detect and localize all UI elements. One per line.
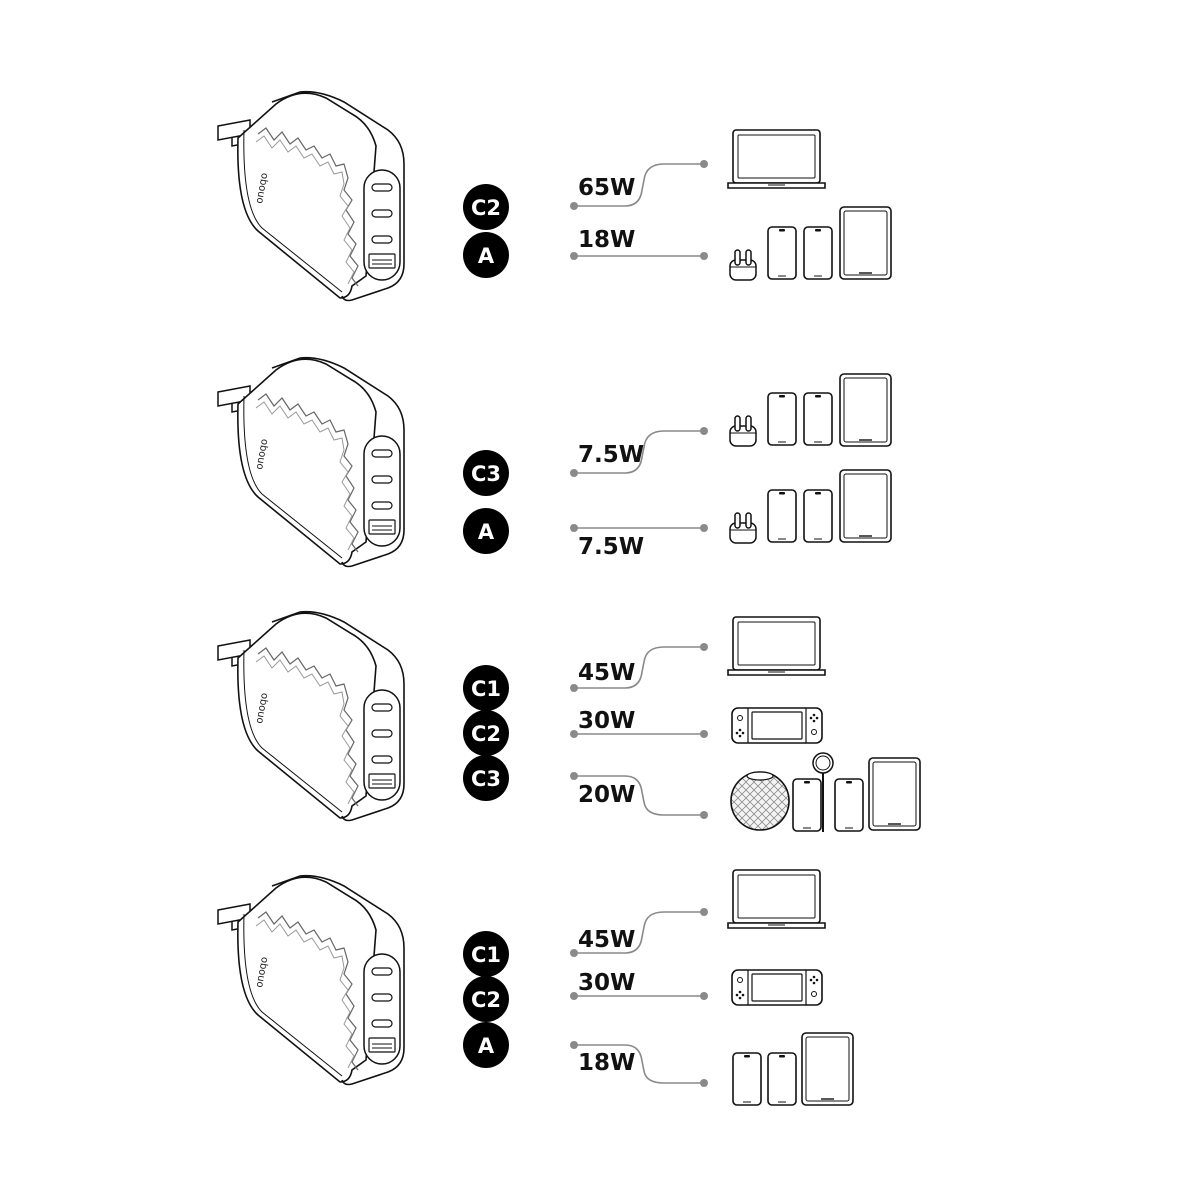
connector-line — [574, 163, 704, 257]
port-badge: C2 — [463, 976, 509, 1022]
port-badge: C1 — [463, 665, 509, 711]
watt-label: 7.5W — [578, 442, 644, 468]
port-label: C1 — [471, 677, 501, 701]
smart-speaker-icon — [730, 771, 790, 831]
phone-icon — [803, 489, 833, 543]
port-label: A — [478, 520, 495, 544]
charger-illustration: onoqo — [217, 356, 405, 568]
port-label: C2 — [471, 196, 501, 220]
port-badge: A — [463, 1022, 509, 1068]
connector-dot — [570, 643, 708, 819]
port-label: C2 — [471, 988, 501, 1012]
port-label: A — [478, 244, 495, 268]
brand-logo-text: onoqo — [254, 172, 270, 204]
phone-icon — [803, 392, 833, 446]
port-badge: C3 — [463, 755, 509, 801]
config-1: onoqo C2 A 65W 18W — [217, 90, 892, 302]
port-badge: C2 — [463, 184, 509, 230]
tablet-icon — [839, 373, 892, 447]
charger-illustration: onoqo — [217, 90, 405, 302]
config-4: onoqo C1 C2 A 45W 30W 18W — [217, 869, 854, 1106]
earbuds-icon — [729, 415, 757, 447]
charger-illustration: onoqo — [217, 610, 405, 822]
port-label: A — [478, 1034, 495, 1058]
tablet-icon — [839, 469, 892, 543]
game-console-icon — [731, 707, 823, 744]
port-label: C3 — [471, 767, 501, 791]
phone-icon — [732, 1052, 762, 1106]
config-2: onoqo C3 A 7.5W 7.5W — [217, 356, 892, 568]
port-badge: A — [463, 232, 509, 278]
tablet-icon — [801, 1032, 854, 1106]
port-label: C2 — [471, 722, 501, 746]
port-badge: C1 — [463, 931, 509, 977]
watt-label: 45W — [578, 927, 635, 953]
watt-label: 18W — [578, 227, 635, 253]
tablet-icon — [839, 206, 892, 280]
watt-label: 18W — [578, 1050, 635, 1076]
watt-label: 65W — [578, 175, 635, 201]
connector-dot — [570, 908, 708, 1087]
phone-icon — [767, 226, 797, 280]
brand-logo-text: onoqo — [254, 956, 270, 988]
laptop-icon — [727, 869, 826, 929]
brand-logo-text: onoqo — [254, 438, 270, 470]
port-badge: C2 — [463, 710, 509, 756]
watt-label: 7.5W — [578, 534, 644, 560]
phone-icon — [767, 1052, 797, 1106]
phone-icon — [792, 778, 822, 832]
connector-dot — [570, 160, 708, 260]
port-badge: A — [463, 508, 509, 554]
config-3: onoqo C1 C2 C3 45W 30W 20W — [217, 610, 921, 833]
phone-icon — [803, 226, 833, 280]
earbuds-icon — [729, 249, 757, 281]
phone-icon — [834, 778, 864, 832]
port-badge: C3 — [463, 450, 509, 496]
brand-logo-text: onoqo — [254, 692, 270, 724]
laptop-icon — [727, 616, 826, 676]
game-console-icon — [731, 969, 823, 1006]
connector-dot — [570, 427, 708, 532]
port-label: C3 — [471, 462, 501, 486]
port-label: C1 — [471, 943, 501, 967]
tablet-icon — [868, 757, 921, 831]
watt-label: 30W — [578, 970, 635, 996]
phone-icon — [767, 489, 797, 543]
connector-line — [574, 646, 704, 816]
phone-icon — [767, 392, 797, 446]
watt-label: 20W — [578, 782, 635, 808]
laptop-icon — [727, 129, 826, 189]
charger-illustration: onoqo — [217, 874, 405, 1086]
connector-line — [574, 430, 704, 529]
watt-label: 30W — [578, 708, 635, 734]
connector-line — [574, 911, 704, 1084]
earbuds-icon — [729, 512, 757, 544]
watt-label: 45W — [578, 660, 635, 686]
